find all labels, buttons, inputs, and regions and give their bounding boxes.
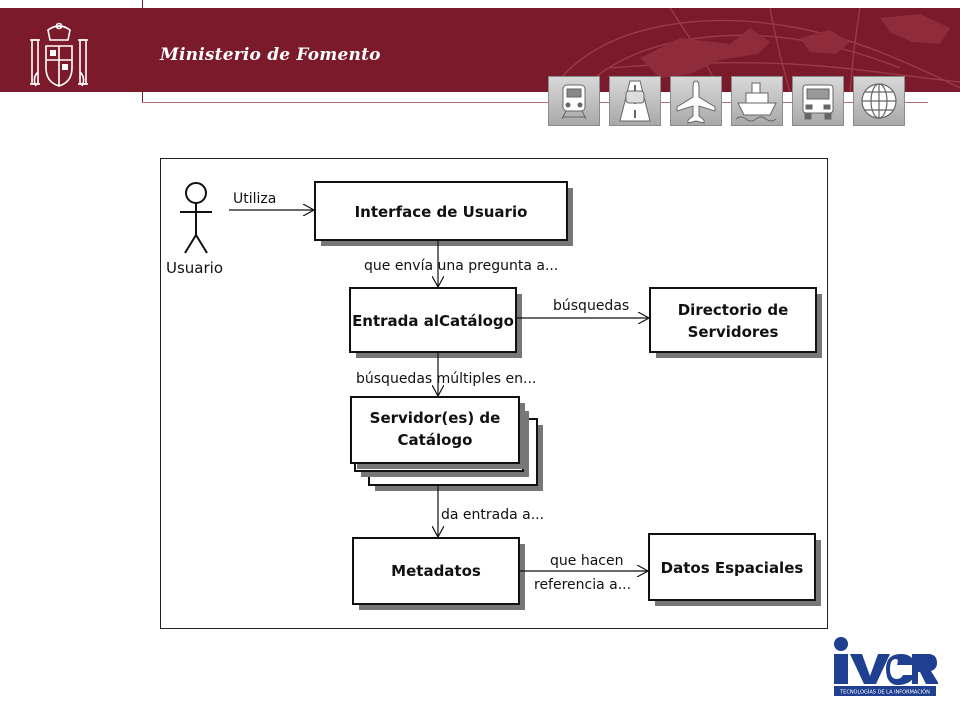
edge-label-utiliza: Utiliza <box>233 191 276 207</box>
truck-icon <box>792 76 844 126</box>
edge-label-entrada-a: da entrada a... <box>441 507 544 523</box>
airplane-icon <box>670 76 722 126</box>
diagram-canvas: Usuario Interface de Usuario Entrada alC… <box>166 181 822 610</box>
architecture-diagram: Usuario Interface de Usuario Entrada alC… <box>160 158 828 629</box>
directorio-label-line2: Servidores <box>688 323 779 341</box>
header-divider-vertical <box>142 0 143 103</box>
coat-of-arms-logo <box>30 22 88 87</box>
ministry-title: Ministerio de Fomento <box>160 45 381 65</box>
ship-icon <box>731 76 783 126</box>
globe-icon <box>853 76 905 126</box>
servidores-label-line1: Servidor(es) de <box>370 409 501 427</box>
header-divider-horizontal <box>142 102 928 103</box>
edge-label-multiples: búsquedas múltiples en... <box>356 371 536 387</box>
datos-espaciales-label: Datos Espaciales <box>661 559 804 577</box>
directorio-servidores-box: Directorio de Servidores <box>649 287 822 358</box>
metadatos-box: Metadatos <box>352 537 525 610</box>
edge-label-referencia-line1: que hacen <box>550 553 623 569</box>
edge-label-referencia-line2: referencia a... <box>534 577 631 593</box>
iver-logo: TECNOLOGÍAS DE LA INFORMACIÓN <box>834 637 938 696</box>
header-band: Ministerio de Fomento <box>0 8 960 92</box>
metadatos-label: Metadatos <box>391 562 481 580</box>
train-icon <box>548 76 600 126</box>
interface-box-label: Interface de Usuario <box>355 203 528 221</box>
interface-box: Interface de Usuario <box>314 181 573 246</box>
servidores-catalogo-box: Servidor(es) de Catálogo <box>350 396 543 491</box>
map-decoration <box>549 8 960 92</box>
edge-label-busquedas: búsquedas <box>553 298 629 314</box>
entrada-catalogo-label: Entrada alCatálogo <box>352 312 514 330</box>
iver-tagline: TECNOLOGÍAS DE LA INFORMACIÓN <box>839 689 930 696</box>
entrada-catalogo-box: Entrada alCatálogo <box>349 287 522 358</box>
servidores-label-line2: Catálogo <box>398 431 473 449</box>
datos-espaciales-box: Datos Espaciales <box>648 533 821 606</box>
directorio-label-line1: Directorio de <box>678 301 789 319</box>
edge-label-envia: que envía una pregunta a... <box>364 258 558 274</box>
actor-label: Usuario <box>166 259 223 277</box>
actor-figure <box>180 182 212 254</box>
road-icon <box>609 76 661 126</box>
